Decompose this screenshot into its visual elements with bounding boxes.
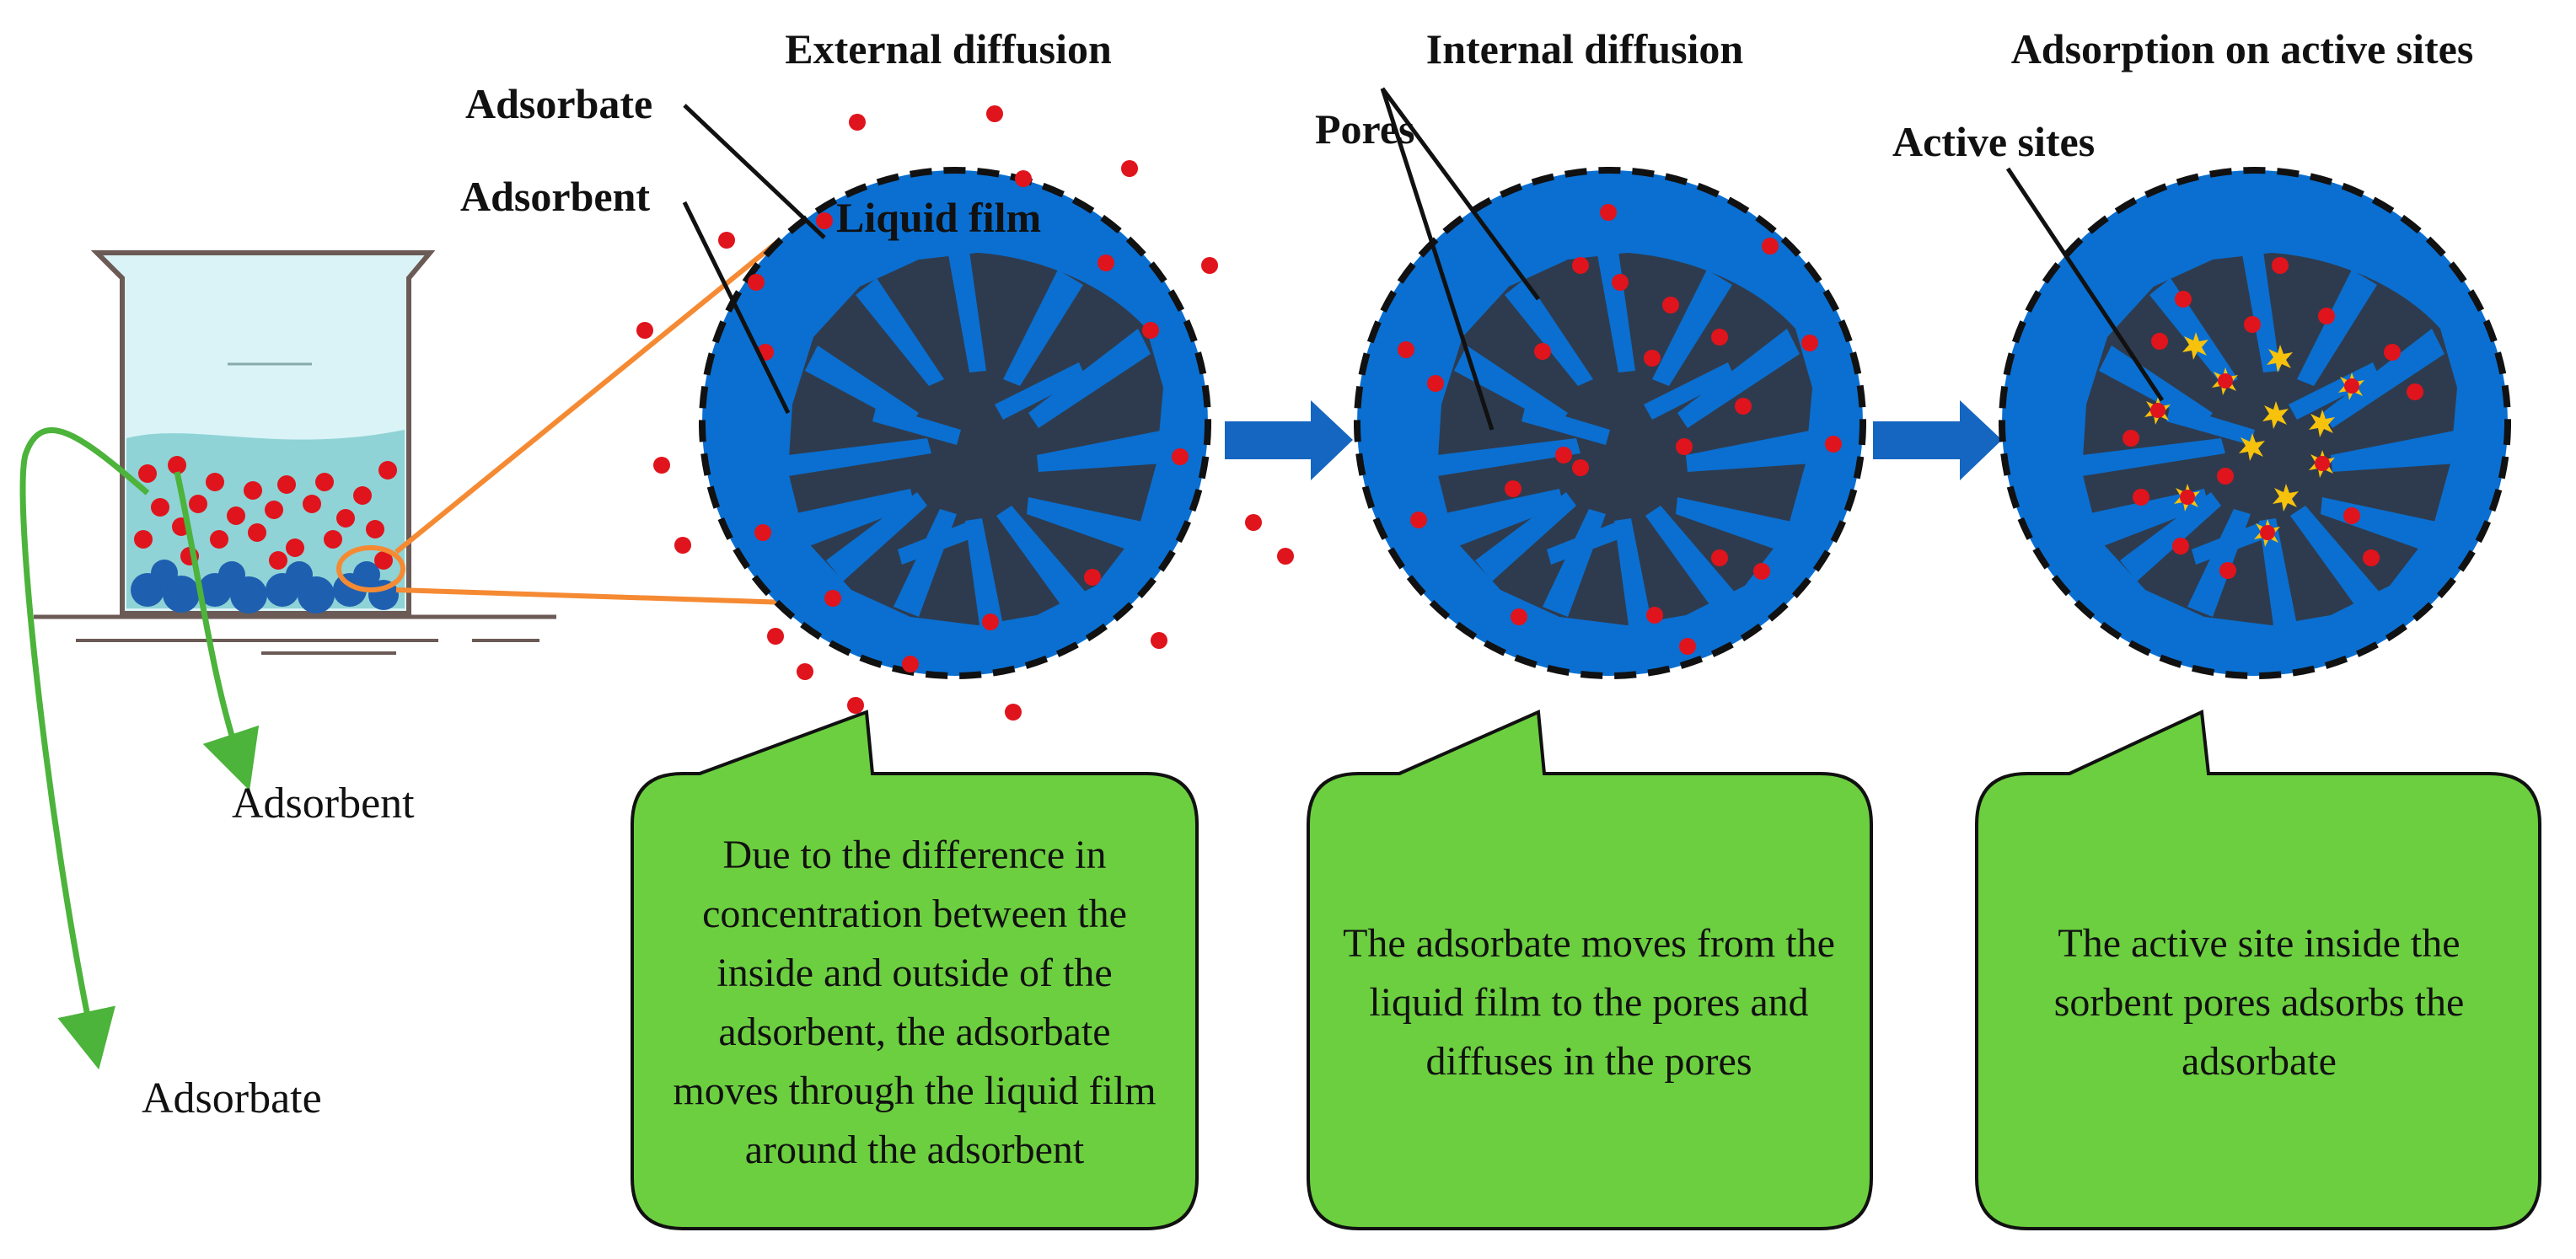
adsorbate-pointer-arrow (19, 427, 150, 1070)
adsorbed-particles (2123, 257, 2423, 579)
label-adsorbent-top: Adsorbent (460, 173, 650, 220)
process-arrow-2 (1873, 400, 2002, 480)
heading-internal-diffusion: Internal diffusion (1426, 25, 1744, 72)
adsorbent-pointer-arrow (174, 471, 260, 791)
label-adsorbate-top: Adsorbate (465, 80, 652, 127)
sphere-adsorption-active-sites (1999, 167, 2511, 679)
label-adsorbate-left: Adsorbate (142, 1074, 322, 1122)
heading-adsorption-active-sites: Adsorption on active sites (2011, 25, 2474, 72)
sphere-external-diffusion (636, 105, 1294, 721)
process-arrow-1 (1225, 400, 1353, 480)
label-active-sites: Active sites (1892, 118, 2095, 165)
callout-external-text: Due to the difference in concentration b… (673, 833, 1157, 1172)
callout-internal-diffusion (1307, 710, 1873, 1230)
external-particles (636, 105, 1294, 721)
heading-external-diffusion: External diffusion (785, 25, 1112, 72)
callout-internal-text: The adsorbate moves from the liquid film… (1343, 921, 1835, 1084)
zoom-line-top (394, 238, 781, 554)
callout-adsorption-active-sites (1975, 710, 2541, 1230)
label-pores: Pores (1315, 105, 1414, 153)
zoom-line-bottom (395, 587, 789, 605)
internal-particles (1398, 204, 1842, 655)
label-liquid-film: Liquid film (836, 194, 1041, 241)
callout-external-diffusion (631, 710, 1199, 1230)
label-adsorbent-left: Adsorbent (232, 780, 415, 828)
beaker-adsorbate-particles (134, 456, 397, 570)
callout-adsorption-text: The active site inside the sorbent pores… (2053, 921, 2465, 1084)
sphere-internal-diffusion (1354, 167, 1866, 679)
beaker (34, 250, 556, 655)
